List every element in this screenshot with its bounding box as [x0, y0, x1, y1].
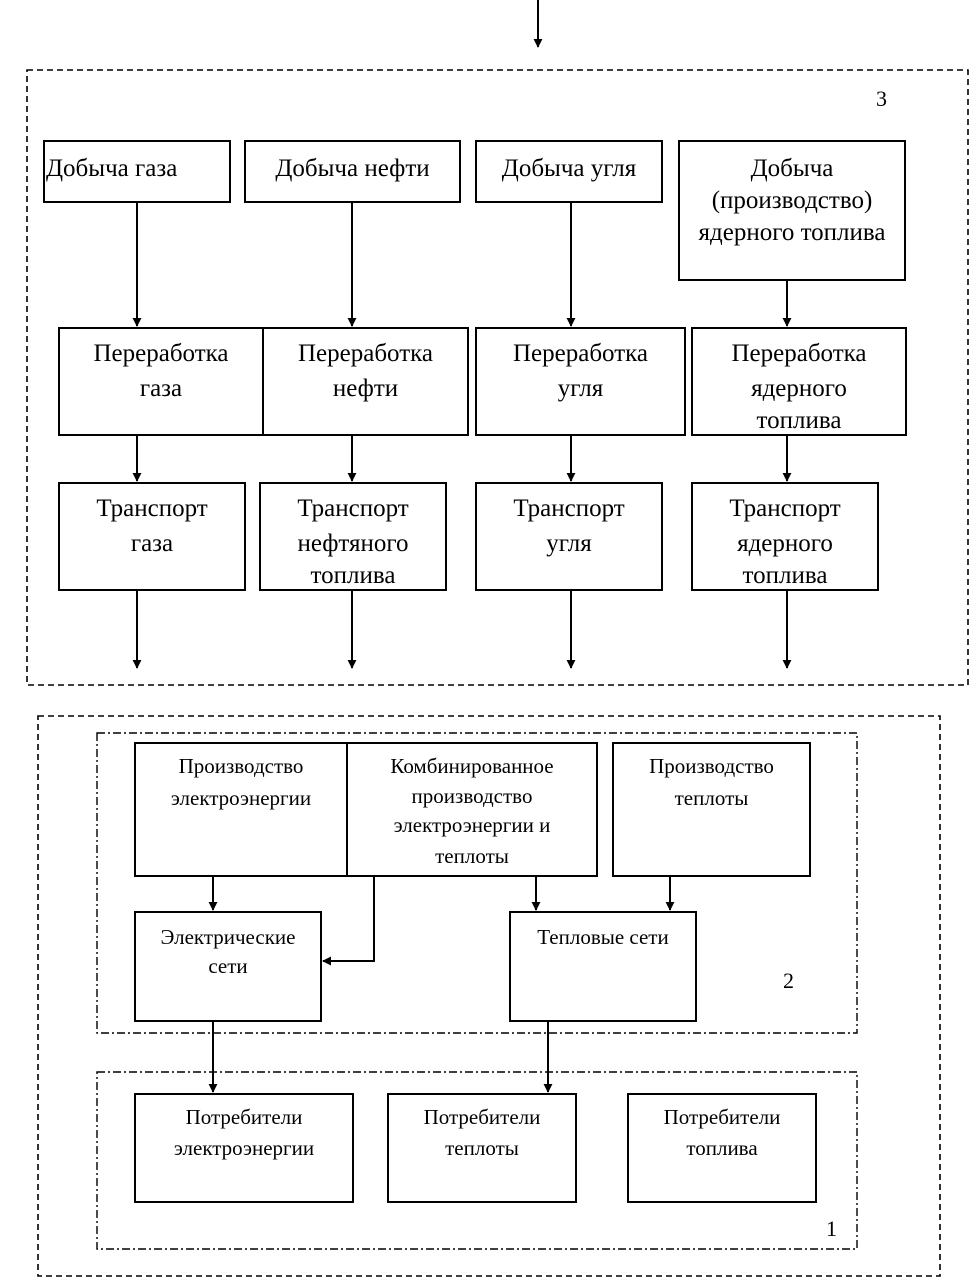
node-heat-production: Производство теплоты	[612, 742, 811, 877]
node-combined-production: Комбинированное производство электроэнерги…	[346, 742, 598, 877]
node-box	[691, 482, 879, 591]
node-label-line: Электрические	[161, 925, 296, 949]
region-energy-production	[96, 732, 858, 1034]
node-box	[627, 1093, 817, 1203]
node-heat-consumers: Потребители теплоты	[387, 1093, 577, 1203]
node-label-line: теплоты	[445, 1136, 519, 1160]
node-label-line: Добыча угля	[502, 155, 637, 182]
edges	[132, 0, 792, 1093]
node-label-line: топлива	[757, 407, 842, 434]
node-label-line: Транспорт	[513, 495, 624, 522]
node-nuclear-transport: Транспорт ядерного топлива	[691, 482, 879, 591]
node-label-line: ядерного	[737, 530, 833, 557]
node-label-line: Производство	[179, 754, 304, 778]
node-box	[262, 327, 469, 436]
node-label-line: электроэнергии и	[394, 813, 551, 837]
node-box	[475, 140, 663, 203]
node-label-line: топлива	[311, 562, 396, 589]
node-oil-transport: Транспорт нефтяного топлива	[259, 482, 447, 591]
node-box	[134, 911, 322, 1022]
node-label-line: ядерного топлива	[699, 219, 886, 246]
node-label-line: Транспорт	[96, 495, 207, 522]
node-label-line: угля	[546, 530, 592, 557]
node-box	[346, 742, 598, 877]
node-heat-networks: Тепловые сети	[509, 911, 697, 1022]
node-label-line: топлива	[743, 562, 828, 589]
node-label-line: нефтяного	[297, 530, 408, 557]
node-box	[509, 911, 697, 1022]
node-box	[475, 482, 663, 591]
node-oil-extraction: Добыча нефти	[244, 140, 461, 203]
node-label-line: газа	[131, 530, 173, 557]
node-label-line: ядерного	[751, 375, 847, 402]
region-fuel-supply	[26, 69, 969, 686]
node-label-line: топлива	[686, 1136, 758, 1160]
region-consumers	[96, 1071, 858, 1250]
node-label-line: производство	[412, 784, 533, 808]
node-label-line: Производство	[649, 754, 774, 778]
node-box	[244, 140, 461, 203]
node-label-line: Потребители	[186, 1105, 303, 1129]
node-label-line: Потребители	[424, 1105, 541, 1129]
node-box	[475, 327, 686, 436]
node-label-line: Переработка	[513, 340, 648, 367]
node-box	[691, 327, 907, 436]
node-label-line: электроэнергии	[171, 786, 311, 810]
node-label-line: Транспорт	[297, 495, 408, 522]
edge-combined_production-to-electric_networks	[322, 876, 375, 966]
node-label-line: Комбинированное	[390, 754, 553, 778]
node-label-line: теплоты	[675, 786, 749, 810]
node-label-line: угля	[558, 375, 604, 402]
node-box	[259, 482, 447, 591]
node-label-line: Переработка	[731, 340, 866, 367]
node-label-line: Транспорт	[729, 495, 840, 522]
node-coal-extraction: Добыча угля	[475, 140, 663, 203]
node-electricity-production: Производство электроэнергии	[134, 742, 348, 877]
node-box	[387, 1093, 577, 1203]
node-box	[58, 327, 264, 436]
node-label-line: Добыча нефти	[275, 155, 429, 182]
node-electricity-consumers: Потребители электроэнергии	[134, 1093, 354, 1203]
region-energy-outer	[37, 715, 941, 1277]
node-box	[134, 742, 348, 877]
node-box	[58, 482, 246, 591]
node-electric-networks: Электрические сети	[134, 911, 322, 1022]
node-nuclear-extraction: Добыча (производство) ядерного топлива	[678, 140, 906, 281]
node-label-line: Потребители	[664, 1105, 781, 1129]
node-fuel-consumers: Потребители топлива	[627, 1093, 817, 1203]
node-label-line: сети	[208, 954, 247, 978]
node-label-line: Тепловые сети	[537, 925, 668, 949]
region-number-1: 1	[826, 1216, 837, 1241]
node-label-line: (производство)	[712, 187, 873, 214]
node-coal-processing: Переработка угля	[475, 327, 686, 436]
node-label-line: Переработка	[93, 340, 228, 367]
node-label-line: Переработка	[298, 340, 433, 367]
node-label-line: Добыча газа	[46, 155, 177, 182]
node-box	[678, 140, 906, 281]
node-label-line: теплоты	[435, 844, 509, 868]
node-gas-extraction: Добыча газа	[43, 140, 231, 203]
node-box	[43, 140, 231, 203]
node-coal-transport: Транспорт угля	[475, 482, 663, 591]
node-label-line: газа	[140, 375, 182, 402]
node-gas-transport: Транспорт газа	[58, 482, 246, 591]
node-nuclear-processing: Переработка ядерного топлива	[691, 327, 907, 436]
node-gas-processing: Переработка газа	[58, 327, 264, 436]
region-number-2: 2	[783, 968, 794, 993]
node-label-line: нефти	[333, 375, 398, 402]
region-number-3: 3	[876, 86, 887, 111]
node-box	[134, 1093, 354, 1203]
nodes: Добыча газа Добыча нефти Добыча угля Добыча…	[43, 140, 907, 1203]
node-box	[612, 742, 811, 877]
node-label-line: Добыча	[751, 155, 834, 182]
node-label-line: электроэнергии	[174, 1136, 314, 1160]
node-oil-processing: Переработка нефти	[262, 327, 469, 436]
